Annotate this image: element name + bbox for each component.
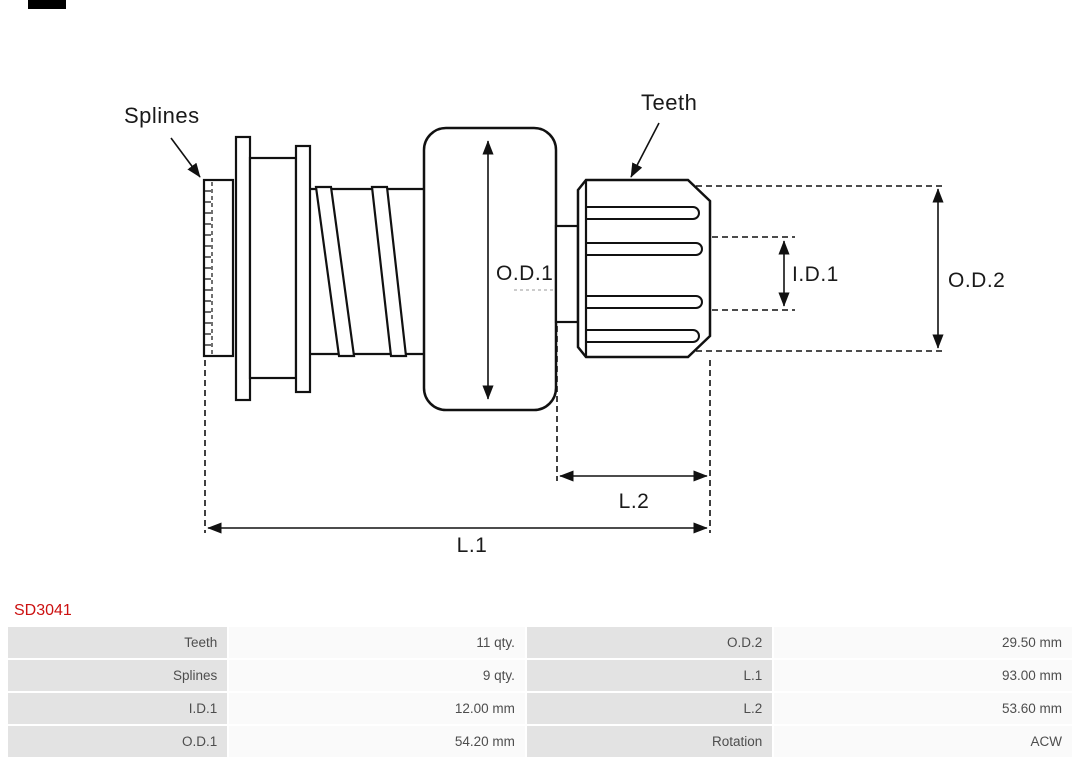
- spec-label: O.D.2: [526, 627, 773, 658]
- spec-table: Teeth 11 qty. O.D.2 29.50 mm Splines 9 q…: [8, 627, 1072, 757]
- pinion-gear: [576, 178, 712, 359]
- spec-value: 93.00 mm: [774, 660, 1072, 691]
- l1-dim-label: L.1: [457, 534, 488, 557]
- spec-value: 29.50 mm: [774, 627, 1072, 658]
- spec-label: L.2: [526, 693, 773, 724]
- spec-label: O.D.1: [8, 726, 228, 757]
- l2-dim-label: L.2: [619, 490, 650, 513]
- spec-label: L.1: [526, 660, 773, 691]
- gear-teeth-lines: [586, 206, 703, 343]
- spec-value: ACW: [774, 726, 1072, 757]
- spec-value: 11 qty.: [229, 627, 525, 658]
- spring-coil-2: [370, 185, 408, 358]
- splines-callout-label: Splines: [124, 103, 200, 128]
- part-number: SD3041: [14, 602, 72, 619]
- teeth-callout-label: Teeth: [641, 90, 697, 115]
- spring-coil-1: [314, 185, 356, 358]
- logo-mark: [28, 0, 66, 9]
- spline-hatching: [204, 190, 211, 346]
- hub-cylinder: [248, 156, 298, 380]
- flange-disc-1: [234, 135, 252, 402]
- spec-label: Rotation: [526, 726, 773, 757]
- spec-value: 54.20 mm: [229, 726, 525, 757]
- teeth-leader-arrow: [630, 122, 660, 178]
- spec-label: I.D.1: [8, 693, 228, 724]
- splines-leader-arrow: [170, 137, 201, 178]
- extension-lines: [204, 185, 944, 533]
- od2-dim-label: O.D.2: [948, 269, 1005, 292]
- od1-dim-label: O.D.1: [496, 262, 553, 285]
- id1-dim-label: I.D.1: [792, 263, 839, 286]
- flange-disc-2: [294, 144, 312, 394]
- spec-label: Splines: [8, 660, 228, 691]
- starter-drive-drawing: Splines Teeth O.D.1 I.D.1 O.D.2 L.2 L.1: [28, 0, 1005, 557]
- spec-value: 12.00 mm: [229, 693, 525, 724]
- spec-value: 9 qty.: [229, 660, 525, 691]
- pinion-neck: [554, 224, 580, 324]
- dimension-arrows: [170, 122, 944, 534]
- spec-label: Teeth: [8, 627, 228, 658]
- technical-diagram: Splines Teeth O.D.1 I.D.1 O.D.2 L.2 L.1: [28, 0, 1005, 557]
- spec-value: 53.60 mm: [774, 693, 1072, 724]
